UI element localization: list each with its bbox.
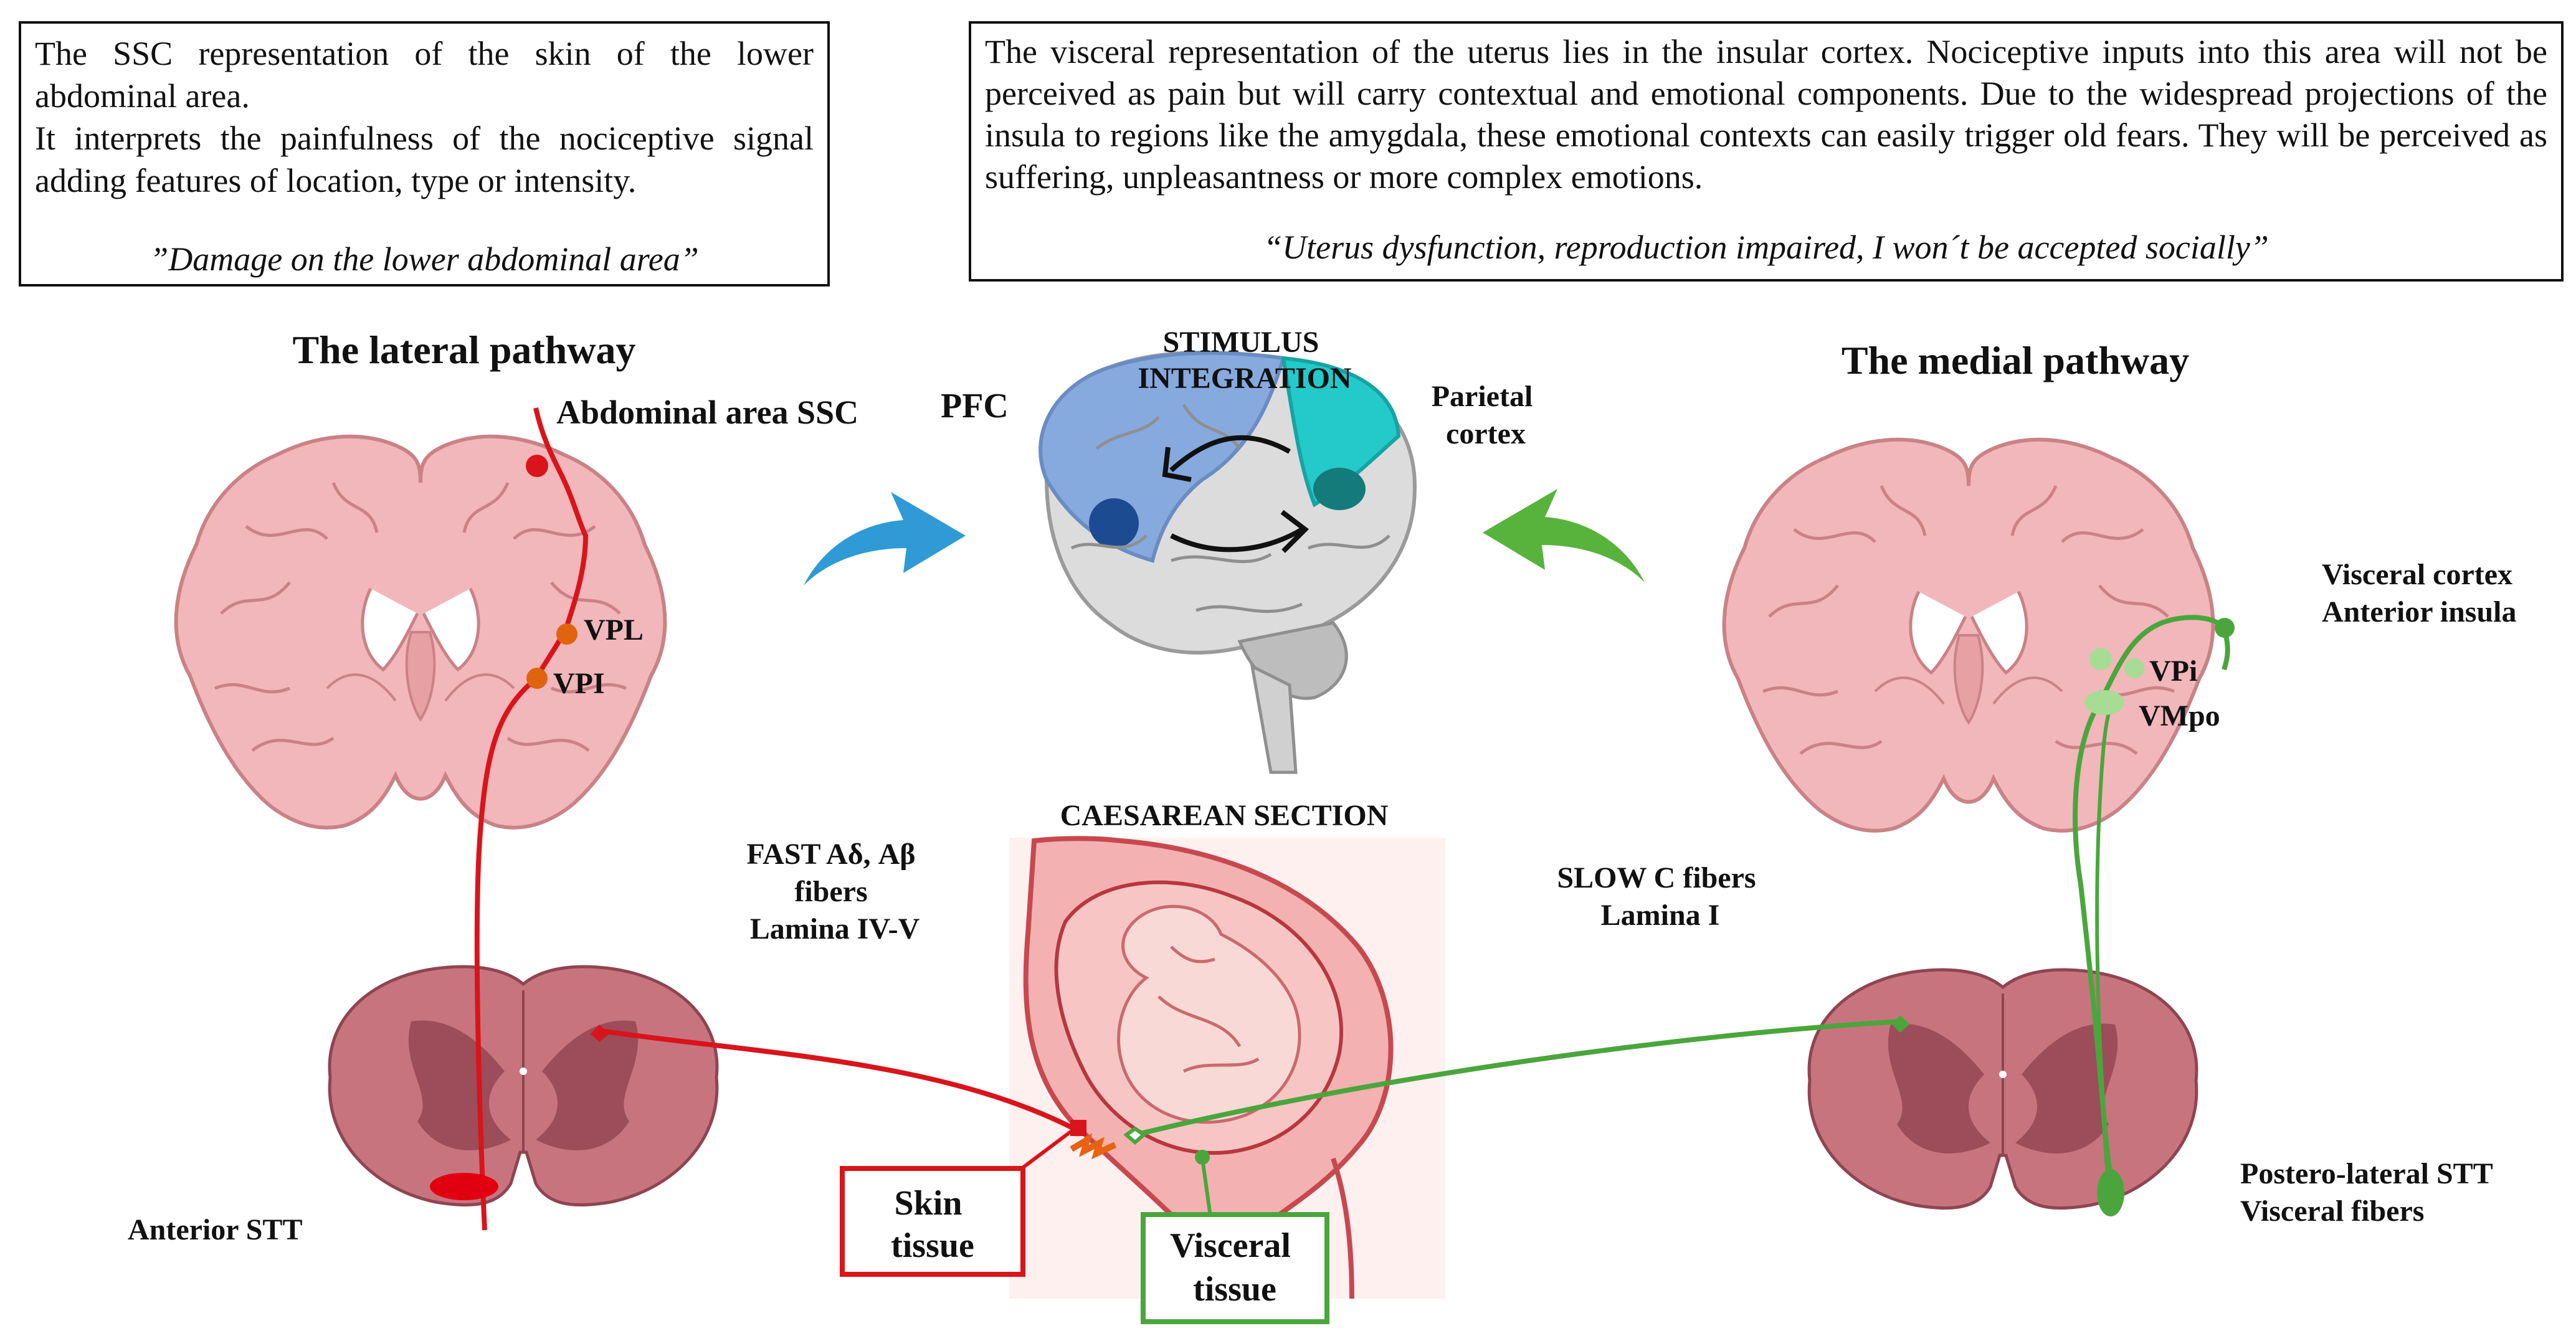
ssc-quote: ”Damage on the lower abdominal area” [150, 240, 699, 278]
integration-arrow-right [1170, 527, 1304, 552]
green-arrow-icon [1483, 489, 1645, 582]
vpi-medial-label: VPi [2149, 655, 2197, 688]
insula-quote: “Uterus dysfunction, reproduction impair… [1263, 229, 2269, 266]
ssc-description-line-2: It interprets the painfulness of the noc… [35, 120, 814, 199]
lateral-spinal-cord-section [330, 967, 717, 1205]
insula-description-box: The visceral representation of the uteru… [969, 21, 2564, 282]
ssc-description-box: The SSC representation of the skin of th… [19, 21, 830, 287]
lateral-pathway-tract [430, 407, 1086, 1231]
ssc-label: Abdominal area SSC [556, 394, 858, 431]
visceral-tissue-label: Visceral tissue [1170, 1226, 1300, 1309]
pfc-label: PFC [941, 387, 1009, 425]
anterior-stt-label: Anterior STT [128, 1213, 302, 1246]
anterior-stt-mark [430, 1173, 498, 1200]
skin-tissue-box [840, 1166, 1025, 1277]
vpl-label: VPL [584, 614, 644, 647]
vpi-medial-nucleus-2 [2124, 658, 2144, 678]
lateral-fiber-label: FAST Aδ, Aβ fibers Lamina IV-V [746, 838, 923, 945]
caesarean-section-label: CAESAREAN SECTION [1060, 799, 1389, 832]
postero-lateral-stt-label: Postero-lateral STT Visceral fibers [2240, 1157, 2500, 1228]
visceral-tissue-box [1141, 1212, 1329, 1324]
skin-connector [1020, 1125, 1078, 1170]
incision-mark [1070, 1133, 1117, 1160]
insula-description: The visceral representation of the uteru… [985, 33, 2547, 196]
ssc-description-line-1: The SSC representation of the skin of th… [35, 35, 814, 115]
lateral-pathway-title: The lateral pathway [292, 328, 635, 372]
vpi-medial-nucleus [2089, 648, 2112, 670]
ssc-terminal [526, 455, 548, 477]
parietal-cortex-label: Parietal cortex [1432, 380, 1541, 450]
medial-fiber-label: SLOW C fibers Lamina I [1557, 861, 1763, 932]
medial-pathway-tract [1123, 615, 2235, 1248]
vmpo-label: VMpo [2139, 699, 2220, 732]
skin-tissue-label: Skin tissue [891, 1184, 974, 1265]
medial-pathway-title: The medial pathway [1842, 338, 2189, 382]
pfc-spot [1089, 498, 1139, 548]
blue-arrow-icon [804, 492, 966, 585]
visceral-cortex-label: Visceral cortex Anterior insula [2322, 558, 2520, 628]
vpi-nucleus [526, 668, 548, 689]
integration-brain [1038, 351, 1417, 774]
vpl-nucleus [556, 623, 577, 645]
vmpo-nucleus [2084, 690, 2124, 715]
medial-spinal-cord-section [1809, 970, 2197, 1208]
stimulus-integration-label: STIMULUS INTEGRATION [1138, 326, 1352, 395]
integration-arrow-left [1169, 435, 1291, 472]
vpi-label: VPI [553, 667, 605, 700]
parietal-spot [1313, 468, 1366, 510]
